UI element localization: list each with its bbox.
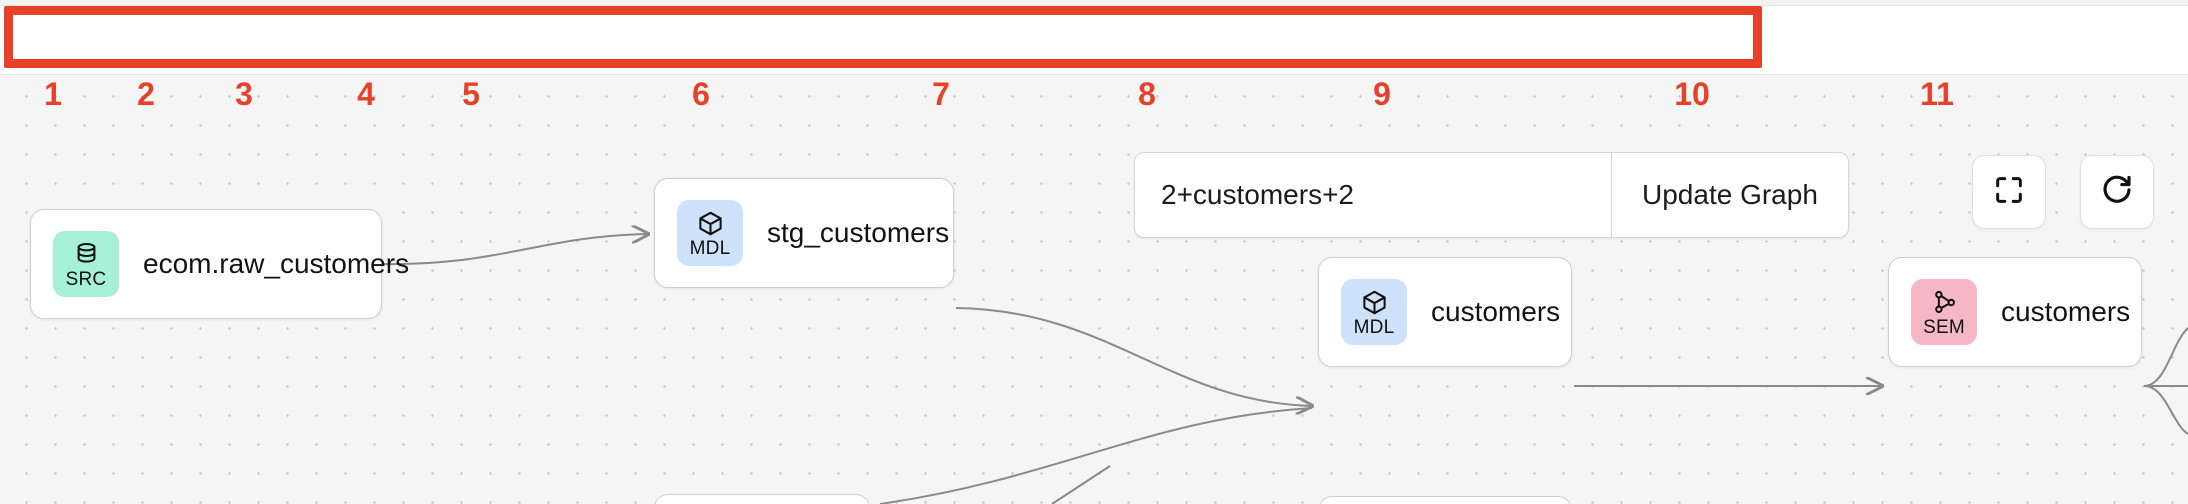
lineage-canvas[interactable]: SRC ecom.raw_customers MDL stg_customers: [0, 74, 2188, 504]
control-divider: [1611, 153, 1612, 237]
graph-node-stg-customers[interactable]: MDL stg_customers: [654, 178, 954, 288]
graph-search-control: Update Graph: [1134, 152, 1849, 238]
node-badge-src: SRC: [53, 231, 119, 297]
lineage-edges: [381, 74, 2188, 504]
node-badge-label: SRC: [65, 268, 107, 290]
graph-search-input[interactable]: [1135, 153, 1611, 237]
graph-node-ecom-raw-customers[interactable]: SRC ecom.raw_customers: [30, 209, 409, 319]
cube-icon: [697, 207, 724, 237]
node-label: customers: [2001, 296, 2131, 327]
node-badge-label: SEM: [1923, 316, 1965, 338]
graph-node-partial-left[interactable]: [654, 494, 870, 504]
node-label: ecom.raw_customers: [143, 248, 410, 279]
node-label: stg_customers: [767, 217, 950, 248]
node-badge-sem: SEM: [1911, 279, 1977, 345]
update-graph-button[interactable]: Update Graph: [1612, 153, 1848, 237]
cube-icon: [1361, 286, 1388, 316]
node-badge-label: MDL: [1353, 316, 1395, 338]
refresh-graph-button[interactable]: [2080, 155, 2154, 229]
graph-node-customers-sem[interactable]: SEM customers: [1888, 257, 2142, 367]
database-icon: [73, 238, 100, 268]
node-badge-label: MDL: [689, 237, 731, 259]
node-badge-mdl: MDL: [677, 200, 743, 266]
fit-view-button[interactable]: [1972, 155, 2046, 229]
graph-node-partial-right[interactable]: [1318, 496, 1572, 504]
refresh-icon: [2099, 172, 2135, 213]
canvas-top-divider: [0, 74, 2188, 75]
graph-node-customers-mdl[interactable]: MDL customers: [1318, 257, 1572, 367]
node-badge-mdl: MDL: [1341, 279, 1407, 345]
window-top-strip: [0, 0, 2188, 6]
node-label: customers: [1431, 296, 1561, 327]
graph-nodes-icon: [1931, 286, 1958, 316]
annotation-highlight-box: [4, 6, 1762, 68]
fullscreen-icon: [1992, 173, 2026, 212]
